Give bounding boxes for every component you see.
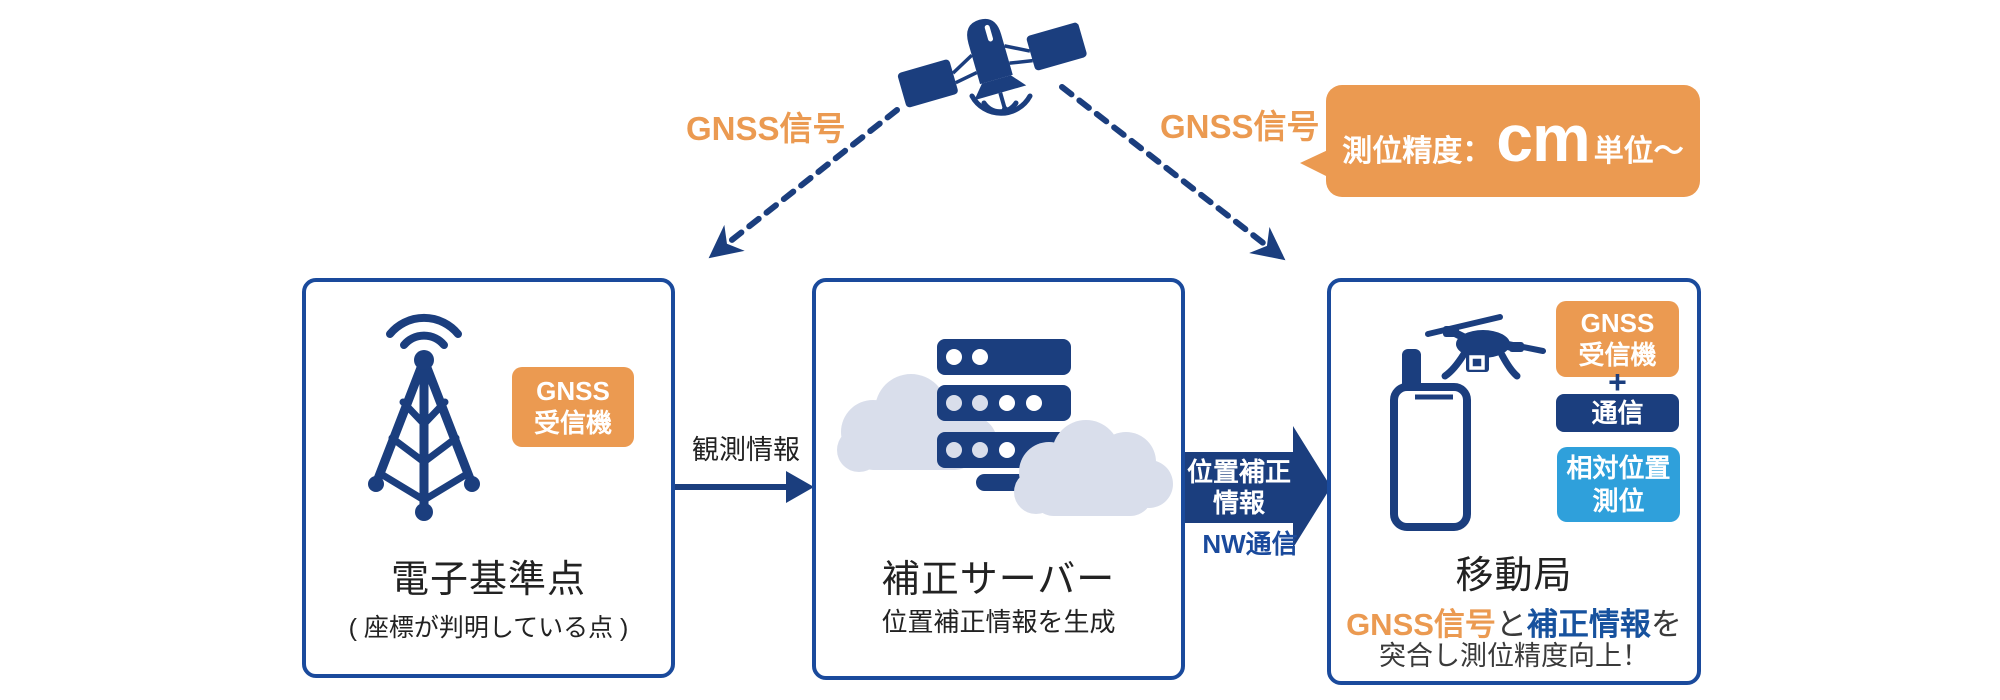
correction-server-title: 補正サーバー: [881, 559, 1116, 601]
drone-icon: [1425, 314, 1546, 380]
relative-badge-line1: 相対位置: [1566, 453, 1671, 483]
mobile-device-icon: [1390, 314, 1546, 531]
accuracy-suffix: 単位～: [1593, 135, 1684, 168]
desc-gnss-signal: GNSS信号: [1346, 607, 1496, 642]
accuracy-value: cm: [1496, 101, 1590, 175]
correction-flow-label: 位置補正 情報: [1183, 454, 1295, 522]
desc-particle: を: [1650, 607, 1682, 642]
correction-flow-label-line2: 情報: [1212, 488, 1265, 518]
server-icon: [837, 339, 1173, 516]
observation-arrow: [675, 471, 814, 503]
satellite-wave-outer: [969, 93, 1033, 116]
mobile-station-title: 移動局: [1455, 555, 1573, 597]
phone-icon: [1390, 349, 1471, 531]
mobile-description-line2: 突合し測位精度向上！: [1379, 641, 1649, 671]
mobile-description-line1: GNSS信号と補正情報を: [1331, 599, 1697, 644]
gnss-signal-label-right: GNSS信号: [1160, 108, 1320, 145]
gnss-receiver-badge-line2: 受信機: [533, 408, 612, 438]
gnss-receiver-badge-line1: GNSS: [536, 375, 610, 406]
relative-badge-line2: 測位: [1592, 485, 1645, 516]
reference-station-title: 電子基準点: [390, 559, 586, 601]
observation-flow-label: 観測情報: [692, 435, 800, 465]
correction-server-subtitle: 位置補正情報を生成: [881, 607, 1116, 637]
gnss-receiver-badge: GNSS 受信機: [512, 367, 634, 447]
gnss-signal-label-left: GNSS信号: [686, 110, 846, 147]
mobile-station-box: GNSS 受信機 + 通信 相対位置 測位 移動局 GNSS信号と補正情報を 突…: [1327, 278, 1701, 685]
reference-station-subtitle: ( 座標が判明している点 ): [348, 614, 629, 642]
relative-positioning-badge: 相対位置 測位: [1557, 447, 1680, 522]
plus-sign: +: [1608, 364, 1627, 400]
satellite-icon: [897, 18, 1087, 116]
correction-flow-label-line1: 位置補正: [1186, 456, 1291, 487]
antenna-icon: [368, 314, 480, 521]
nw-channel-label: NW通信: [1202, 529, 1298, 559]
communication-badge-label: 通信: [1591, 397, 1644, 428]
reference-station-box: GNSS 受信機 電子基準点 ( 座標が判明している点 ): [302, 278, 675, 678]
desc-correction-info: 補正情報: [1526, 607, 1651, 642]
cloud-right: [1014, 420, 1173, 516]
mobile-gnss-receiver-badge: GNSS 受信機: [1556, 301, 1679, 377]
accuracy-prefix: 測位精度：: [1342, 135, 1493, 168]
desc-and: と: [1495, 607, 1527, 642]
satellite-wave-inner: [981, 100, 1019, 115]
communication-badge: 通信: [1556, 394, 1679, 432]
mobile-gnss-badge-line2: 受信機: [1578, 340, 1657, 370]
mobile-gnss-badge-line1: GNSS: [1580, 307, 1655, 338]
correction-server-box: 補正サーバー 位置補正情報を生成: [812, 278, 1185, 680]
